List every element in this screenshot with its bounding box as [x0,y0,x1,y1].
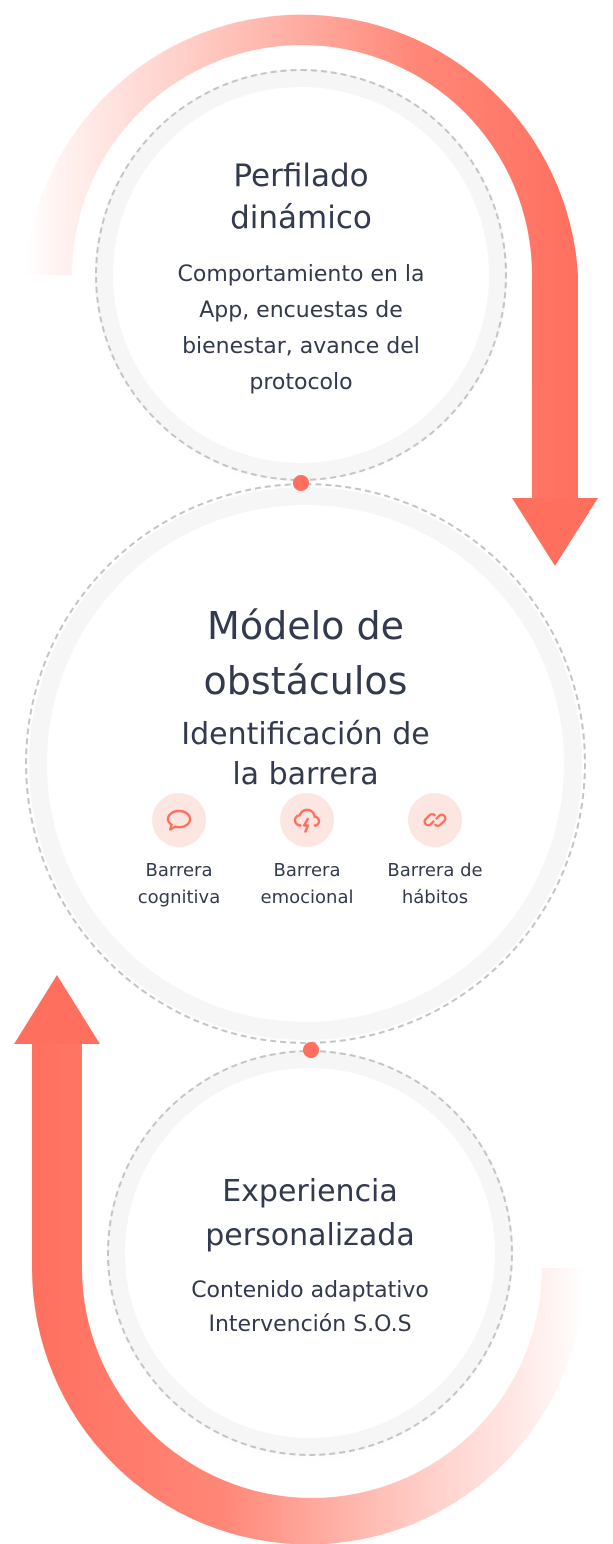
barrier-cognitive-line-2: cognitiva [137,887,221,908]
barrier-habits: Barrera de hábitos [373,793,497,911]
obstacle-model-title: Módelo de obstáculos [67,599,544,709]
experience-title-line-1: Experiencia [222,1174,398,1209]
barrier-emotional: Barrera emocional [245,793,369,911]
barrier-emotional-line-1: Barrera [273,860,341,881]
profiling-content: Perfilado dinámico Comportamiento en la … [113,155,489,401]
profiling-description: Comportamiento en la App, encuestas de b… [143,257,459,401]
obstacle-model-content: Módelo de obstáculos Identificación de l… [47,599,564,795]
profiling-title: Perfilado dinámico [143,155,459,239]
bottom-arrow-head [14,975,100,1044]
experience-desc-line-1: Contenido adaptativo [191,1278,429,1303]
barrier-habits-label: Barrera de hábitos [373,857,497,911]
chain-link-icon [408,793,462,847]
profiling-desc-line-1: Comportamiento en la [177,262,425,287]
barrier-habits-line-1: Barrera de [387,860,483,881]
experience-content: Experiencia personalizada Contenido adap… [125,1170,495,1342]
barrier-habits-line-2: hábitos [401,887,469,908]
obstacle-title-line-2: obstáculos [203,659,408,703]
connector-dot-bottom [303,1042,319,1058]
barrier-cognitive: Barrera cognitiva [117,793,241,911]
profiling-title-line-1: Perfilado [233,158,369,194]
connector-dot-top [293,475,309,491]
personalized-experience-node: Experiencia personalizada Contenido adap… [107,1050,513,1456]
top-arrow-head [512,498,598,566]
profiling-desc-line-2: App, encuestas de [199,298,403,323]
barrier-cognitive-label: Barrera cognitiva [117,857,241,911]
obstacle-title-line-1: Módelo de [207,604,404,648]
profiling-node: Perfilado dinámico Comportamiento en la … [95,69,507,481]
barrier-list: Barrera cognitiva Barrera emocional [117,793,497,911]
profiling-desc-line-3: bienestar, avance del [182,334,420,359]
storm-cloud-icon [280,793,334,847]
speech-bubble-icon [152,793,206,847]
experience-title: Experiencia personalizada [145,1170,475,1258]
experience-desc-line-2: Intervención S.O.S [208,1312,412,1337]
barrier-emotional-label: Barrera emocional [245,857,369,911]
experience-title-line-2: personalizada [205,1218,415,1253]
obstacle-subtitle-line-2: la barrera [232,757,379,792]
barrier-cognitive-line-1: Barrera [145,860,213,881]
barrier-emotional-line-2: emocional [260,887,354,908]
obstacle-subtitle-line-1: Identificación de [181,717,430,752]
profiling-desc-line-4: protocolo [249,370,353,395]
profiling-title-line-2: dinámico [230,200,372,236]
obstacle-model-subtitle: Identificación de la barrera [67,715,544,795]
experience-description: Contenido adaptativo Intervención S.O.S [145,1274,475,1342]
obstacle-model-node: Módelo de obstáculos Identificación de l… [25,483,586,1044]
